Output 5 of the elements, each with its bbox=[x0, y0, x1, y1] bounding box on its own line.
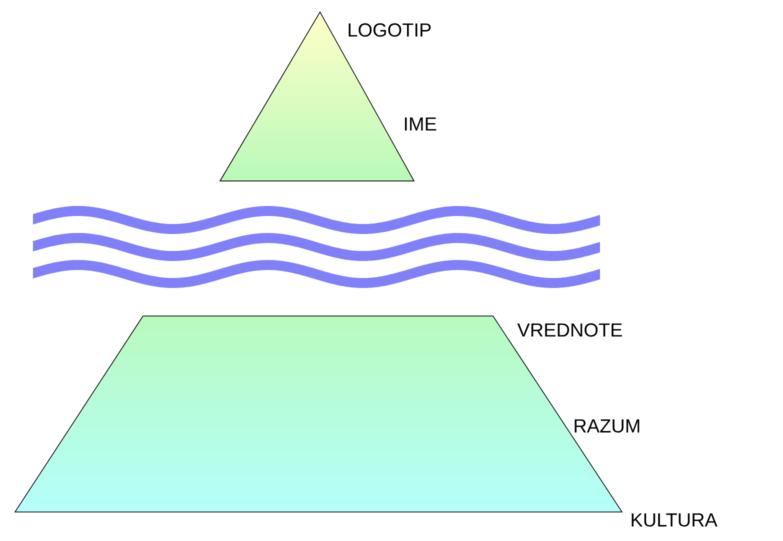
layer-label: RAZUM bbox=[574, 419, 640, 433]
layer-label: LOGOTIP bbox=[348, 23, 431, 37]
layer-label: VREDNOTE bbox=[517, 323, 622, 337]
layer-label: KULTURA bbox=[632, 513, 718, 527]
layer-label: IME bbox=[404, 117, 436, 131]
